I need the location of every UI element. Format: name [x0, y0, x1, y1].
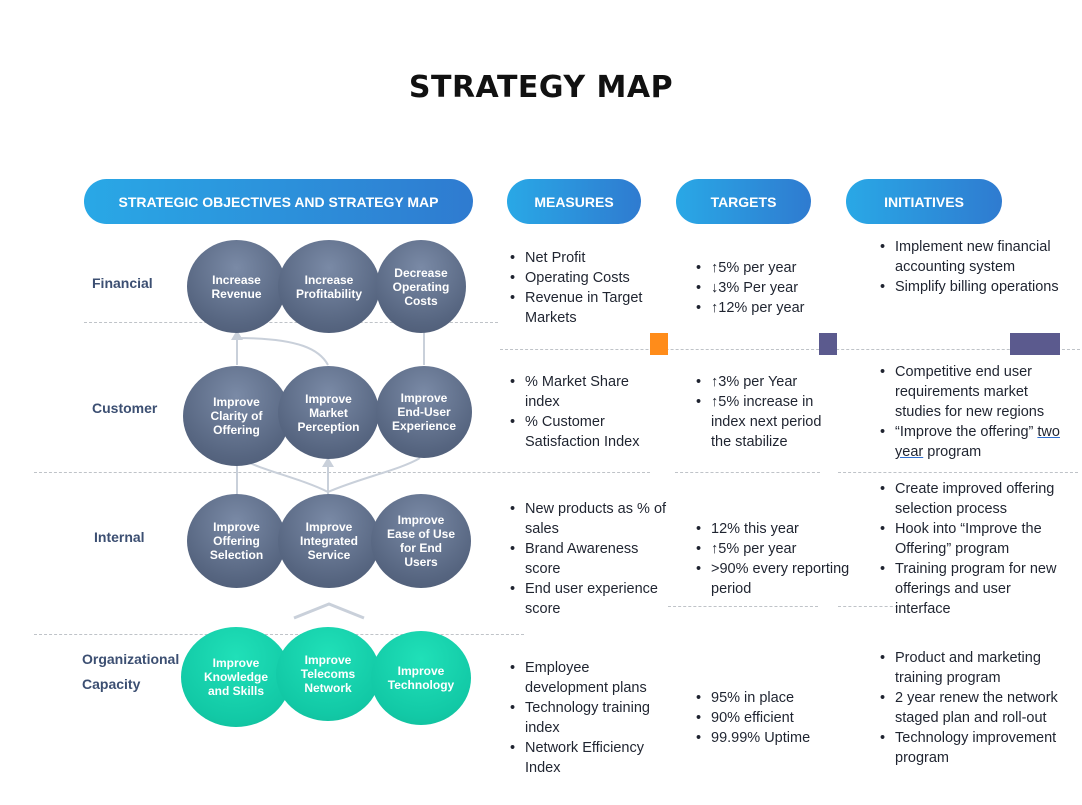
list-item: ↑12% per year: [693, 298, 833, 318]
list-item: 2 year renew the network staged plan and…: [877, 688, 1062, 728]
list-item: “Improve the offering” two year program: [877, 422, 1062, 462]
separator-customer-mid: [675, 472, 820, 473]
list-item: Product and marketing training program: [877, 648, 1062, 688]
objective-decrease-operating-costs[interactable]: Decrease Operating Costs: [376, 240, 466, 333]
measures-organizational: Employee development plans Technology tr…: [507, 658, 667, 778]
row-label-customer: Customer: [92, 400, 158, 416]
initiatives-internal: Create improved offering selection proce…: [877, 479, 1062, 619]
objective-improve-knowledge-and-skills[interactable]: Improve Knowledge and Skills: [181, 627, 291, 727]
row-label-internal: Internal: [94, 529, 145, 545]
list-item: Revenue in Target Markets: [507, 288, 667, 328]
separator-internal-right: [838, 606, 898, 607]
objective-improve-ease-of-use[interactable]: Improve Ease of Use for End Users: [371, 494, 471, 588]
list-item: 99.99% Uptime: [693, 728, 833, 748]
marker-orange: [650, 333, 668, 355]
initiative-quote-suffix: program: [927, 444, 982, 460]
objective-improve-clarity-of-offering[interactable]: Improve Clarity of Offering: [183, 366, 290, 466]
list-item: Employee development plans: [507, 658, 667, 698]
list-item: Technology training index: [507, 698, 667, 738]
separator-internal-left: [34, 634, 524, 635]
list-item: ↑5% increase in index next period the st…: [693, 392, 833, 452]
marker-purple-small: [819, 333, 837, 355]
page-title: STRATEGY MAP: [408, 70, 674, 105]
targets-financial: ↑5% per year ↓3% Per year ↑12% per year: [693, 258, 833, 318]
separator-customer-right: [838, 472, 1078, 473]
measures-internal: New products as % of sales Brand Awarene…: [507, 499, 667, 619]
list-item: ↑5% per year: [693, 258, 833, 278]
list-item: End user experience score: [507, 579, 667, 619]
objective-improve-market-perception[interactable]: Improve Market Perception: [278, 366, 379, 459]
objective-increase-revenue[interactable]: Increase Revenue: [187, 240, 286, 333]
objective-improve-technology[interactable]: Improve Technology: [371, 631, 471, 725]
separator-customer-left: [34, 472, 650, 473]
objective-improve-end-user-experience[interactable]: Improve End-User Experience: [376, 366, 472, 458]
initiative-quote-prefix: “Improve the offering”: [895, 424, 1034, 440]
row-label-financial: Financial: [92, 275, 153, 291]
separator-financial-right: [500, 349, 1080, 350]
list-item: Operating Costs: [507, 268, 667, 288]
targets-internal: 12% this year ↑5% per year >90% every re…: [693, 519, 863, 599]
list-item: Brand Awareness score: [507, 539, 667, 579]
list-item: Technology improvement program: [877, 728, 1062, 768]
measures-customer: % Market Share index % Customer Satisfac…: [507, 372, 657, 452]
header-targets: TARGETS: [676, 179, 811, 224]
list-item: Hook into “Improve the Offering” program: [877, 519, 1062, 559]
targets-organizational: 95% in place 90% efficient 99.99% Uptime: [693, 688, 833, 748]
objective-improve-telecoms-network[interactable]: Improve Telecoms Network: [276, 627, 380, 721]
header-measures: MEASURES: [507, 179, 641, 224]
list-item: New products as % of sales: [507, 499, 667, 539]
initiative-quote-underlined: two year: [895, 424, 1060, 460]
list-item: Simplify billing operations: [877, 277, 1062, 297]
list-item: ↓3% Per year: [693, 278, 833, 298]
objective-increase-profitability[interactable]: Increase Profitability: [278, 240, 380, 333]
list-item: >90% every reporting period: [693, 559, 863, 599]
list-item: 12% this year: [693, 519, 863, 539]
list-item: Competitive end user requirements market…: [877, 362, 1062, 422]
row-label-capacity: Capacity: [82, 676, 141, 692]
list-item: ↑5% per year: [693, 539, 863, 559]
list-item: Implement new financial accounting syste…: [877, 237, 1062, 277]
list-item: Create improved offering selection proce…: [877, 479, 1062, 519]
list-item: Network Efficiency Index: [507, 738, 667, 778]
row-label-organizational: Organizational: [82, 651, 180, 667]
list-item: 95% in place: [693, 688, 833, 708]
list-item: Net Profit: [507, 248, 667, 268]
list-item: % Market Share index: [507, 372, 657, 412]
header-objectives: STRATEGIC OBJECTIVES AND STRATEGY MAP: [84, 179, 473, 224]
header-initiatives: INITIATIVES: [846, 179, 1002, 224]
objective-improve-offering-selection[interactable]: Improve Offering Selection: [187, 494, 286, 588]
separator-financial-left: [84, 322, 498, 323]
measures-financial: Net Profit Operating Costs Revenue in Ta…: [507, 248, 667, 328]
list-item: Training program for new offerings and u…: [877, 559, 1062, 619]
initiatives-customer: Competitive end user requirements market…: [877, 362, 1062, 462]
marker-purple-large: [1010, 333, 1060, 355]
initiatives-organizational: Product and marketing training program 2…: [877, 648, 1062, 768]
list-item: 90% efficient: [693, 708, 833, 728]
objective-improve-integrated-service[interactable]: Improve Integrated Service: [278, 494, 380, 588]
separator-internal-mid: [668, 606, 818, 607]
list-item: ↑3% per Year: [693, 372, 833, 392]
targets-customer: ↑3% per Year ↑5% increase in index next …: [693, 372, 833, 452]
list-item: % Customer Satisfaction Index: [507, 412, 657, 452]
initiatives-financial: Implement new financial accounting syste…: [877, 237, 1062, 297]
